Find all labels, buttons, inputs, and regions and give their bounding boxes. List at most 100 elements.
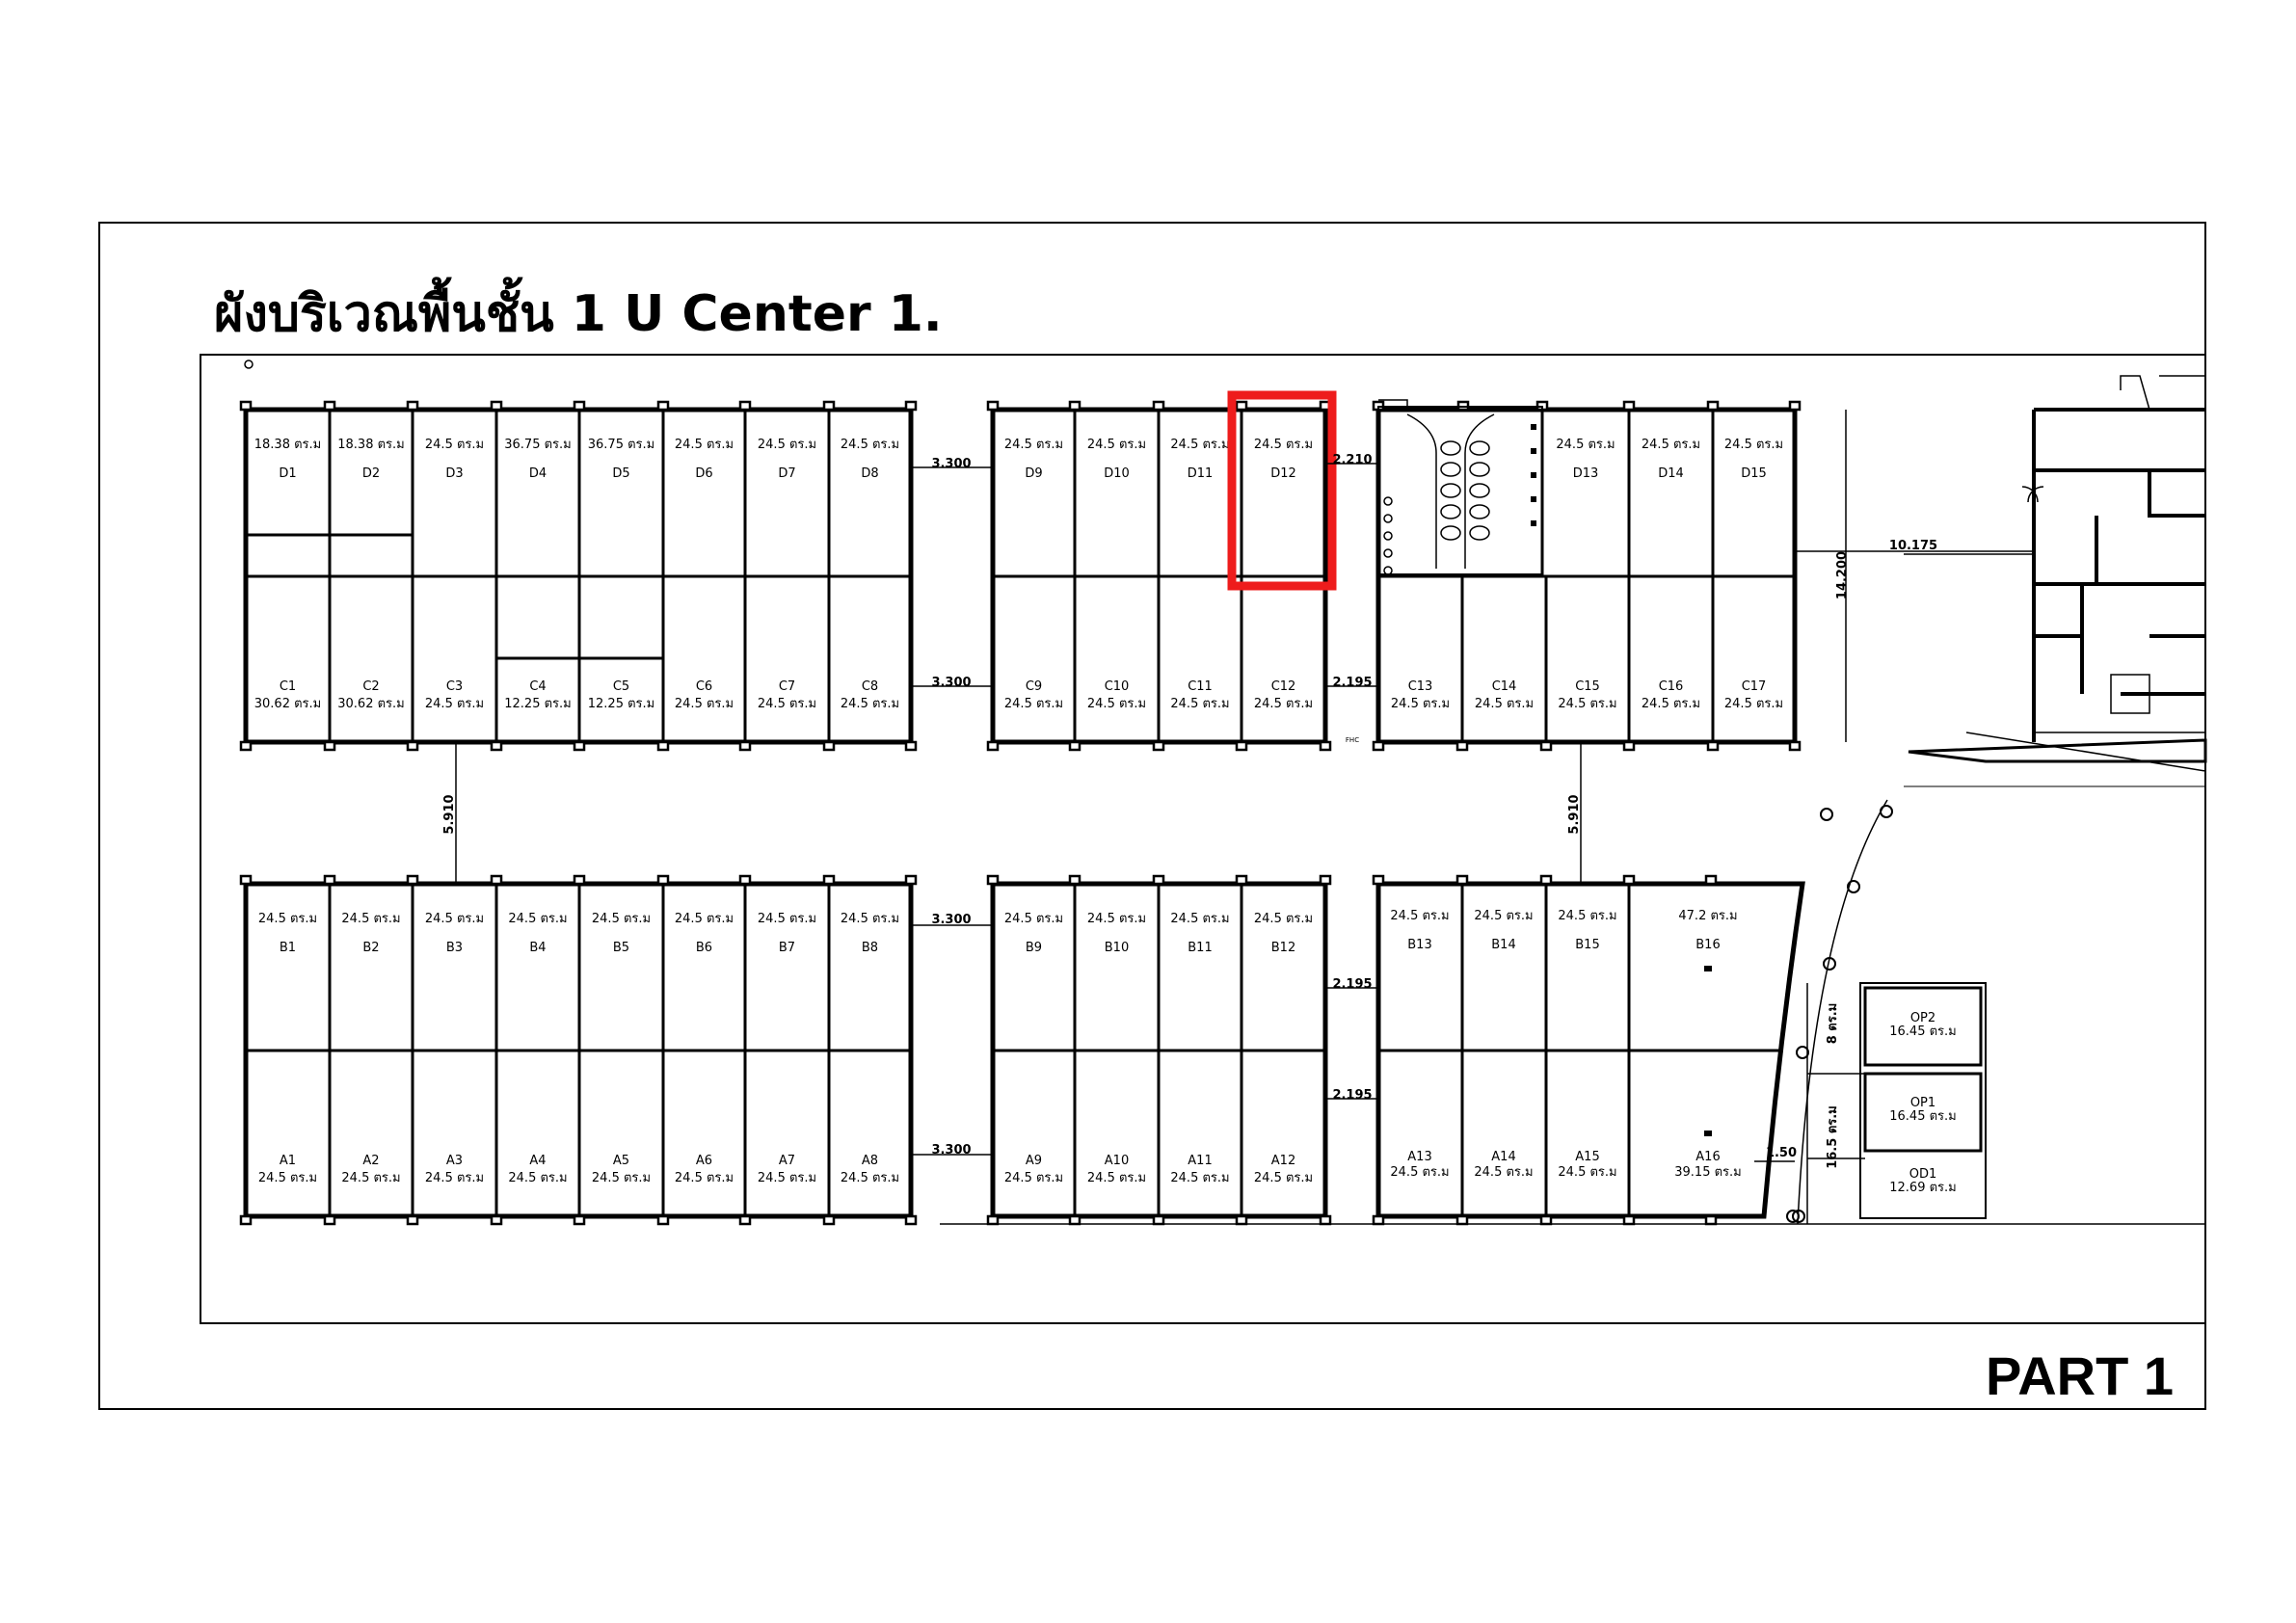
column-post bbox=[1455, 1214, 1469, 1226]
unit-id-b7: B7 bbox=[779, 941, 795, 955]
column-post bbox=[573, 400, 586, 412]
column-post bbox=[1152, 874, 1165, 886]
column-post bbox=[323, 874, 336, 886]
unit-id-d7: D7 bbox=[778, 466, 795, 481]
dimension-c-gap-left: 3.300 bbox=[931, 676, 971, 690]
unit-area-c15: 24.5 ตร.ม bbox=[1558, 697, 1616, 711]
unit-id-op1: OP1 bbox=[1910, 1096, 1936, 1110]
unit-area-a16: 39.15 ตร.ม bbox=[1674, 1165, 1741, 1180]
column-circle bbox=[1796, 1046, 1809, 1059]
column-post bbox=[1372, 874, 1385, 886]
partition bbox=[1378, 399, 1408, 410]
column-post bbox=[1152, 400, 1165, 412]
unit-id-c6: C6 bbox=[696, 679, 712, 694]
unit-area-a8: 24.5 ตร.ม bbox=[841, 1171, 899, 1185]
column-post bbox=[904, 400, 918, 412]
unit-area-c3: 24.5 ตร.ม bbox=[425, 697, 484, 711]
column-post bbox=[986, 874, 1000, 886]
unit-area-d10: 24.5 ตร.ม bbox=[1087, 438, 1146, 452]
dimension-op-lower: 16.5 ตร.ม bbox=[1826, 1105, 1840, 1169]
unit-id-d15: D15 bbox=[1741, 466, 1767, 481]
unit-id-d12: D12 bbox=[1270, 466, 1296, 481]
unit-block-outline bbox=[1375, 881, 1805, 1219]
column-post bbox=[1455, 740, 1469, 752]
unit-id-b5: B5 bbox=[613, 941, 629, 955]
dimension-b-gap-left: 3.300 bbox=[931, 913, 971, 927]
unit-id-a10: A10 bbox=[1105, 1154, 1129, 1168]
curved-walkway bbox=[940, 732, 2206, 1225]
unit-id-b12: B12 bbox=[1271, 941, 1295, 955]
unit-area-c6: 24.5 ตร.ม bbox=[675, 697, 734, 711]
column-post bbox=[822, 1214, 836, 1226]
restroom-block bbox=[1377, 399, 1543, 575]
unit-area-b5: 24.5 ตร.ม bbox=[592, 912, 651, 926]
marker bbox=[1531, 496, 1536, 502]
unit-area-a4: 24.5 ตร.ม bbox=[508, 1171, 567, 1185]
column-post bbox=[239, 874, 253, 886]
highlight-box-d12 bbox=[1227, 390, 1337, 591]
column-post bbox=[1704, 1214, 1718, 1226]
unit-id-a14: A14 bbox=[1491, 1150, 1515, 1164]
unit-id-c17: C17 bbox=[1742, 679, 1767, 694]
column-post bbox=[1372, 1214, 1385, 1226]
toilet-icon bbox=[1469, 483, 1490, 498]
unit-area-b16: 47.2 ตร.ม bbox=[1678, 909, 1737, 923]
unit-id-c2: C2 bbox=[362, 679, 379, 694]
column-post bbox=[1622, 740, 1636, 752]
dimension-aisle-left: 5.910 bbox=[442, 794, 457, 834]
unit-id-c14: C14 bbox=[1492, 679, 1517, 694]
column-post bbox=[986, 1214, 1000, 1226]
unit-id-c3: C3 bbox=[446, 679, 463, 694]
unit-area-b3: 24.5 ตร.ม bbox=[425, 912, 484, 926]
column-post bbox=[239, 400, 253, 412]
column-post bbox=[656, 400, 670, 412]
dimension-op-gap: 1.50 bbox=[1766, 1146, 1797, 1160]
column-post bbox=[573, 740, 586, 752]
column-post bbox=[656, 1214, 670, 1226]
dimension-span: 10.175 bbox=[1889, 539, 1937, 553]
unit-id-d1: D1 bbox=[279, 466, 296, 481]
column-post bbox=[490, 1214, 503, 1226]
column-post bbox=[1319, 740, 1332, 752]
unit-id-b15: B15 bbox=[1575, 938, 1599, 952]
column-post bbox=[1788, 400, 1802, 412]
unit-area-b8: 24.5 ตร.ม bbox=[841, 912, 899, 926]
column-post bbox=[822, 740, 836, 752]
column-post bbox=[406, 874, 419, 886]
unit-id-d10: D10 bbox=[1104, 466, 1130, 481]
unit-id-a7: A7 bbox=[779, 1154, 795, 1168]
toilet-icon bbox=[1469, 440, 1490, 456]
unit-area-b1: 24.5 ตร.ม bbox=[258, 912, 317, 926]
unit-area-d1: 18.38 ตร.ม bbox=[254, 438, 321, 452]
toilet-icon bbox=[1440, 462, 1461, 477]
column-post bbox=[1706, 740, 1720, 752]
unit-area-a10: 24.5 ตร.ม bbox=[1087, 1171, 1146, 1185]
column-post bbox=[738, 400, 752, 412]
unit-area-c2: 30.62 ตร.ม bbox=[337, 697, 404, 711]
column-post bbox=[1068, 740, 1081, 752]
op-unit-frame bbox=[1863, 986, 1983, 1067]
unit-area-a14: 24.5 ตร.ม bbox=[1474, 1165, 1533, 1180]
column-circle bbox=[1847, 880, 1860, 893]
unit-area-c8: 24.5 ตร.ม bbox=[841, 697, 899, 711]
column-post bbox=[1068, 874, 1081, 886]
column-post bbox=[323, 1214, 336, 1226]
unit-area-a13: 24.5 ตร.ม bbox=[1390, 1165, 1449, 1180]
column-post bbox=[904, 1214, 918, 1226]
unit-area-c10: 24.5 ตร.ม bbox=[1087, 697, 1146, 711]
unit-id-a4: A4 bbox=[529, 1154, 546, 1168]
column-post bbox=[904, 740, 918, 752]
plan-title: ผังบริเวณพื้นชั้น 1 U Center 1. bbox=[214, 277, 943, 343]
unit-id-a11: A11 bbox=[1188, 1154, 1212, 1168]
marker bbox=[1531, 520, 1536, 526]
unit-area-a3: 24.5 ตร.ม bbox=[425, 1171, 484, 1185]
column-post bbox=[1068, 1214, 1081, 1226]
unit-area-c11: 24.5 ตร.ม bbox=[1170, 697, 1229, 711]
marker bbox=[1531, 472, 1536, 478]
column-circle bbox=[1820, 808, 1833, 821]
column-post bbox=[986, 740, 1000, 752]
dimension-op-upper: 8 ตร.ม bbox=[1826, 1003, 1840, 1045]
column-post bbox=[1372, 740, 1385, 752]
unit-area-b4: 24.5 ตร.ม bbox=[508, 912, 567, 926]
